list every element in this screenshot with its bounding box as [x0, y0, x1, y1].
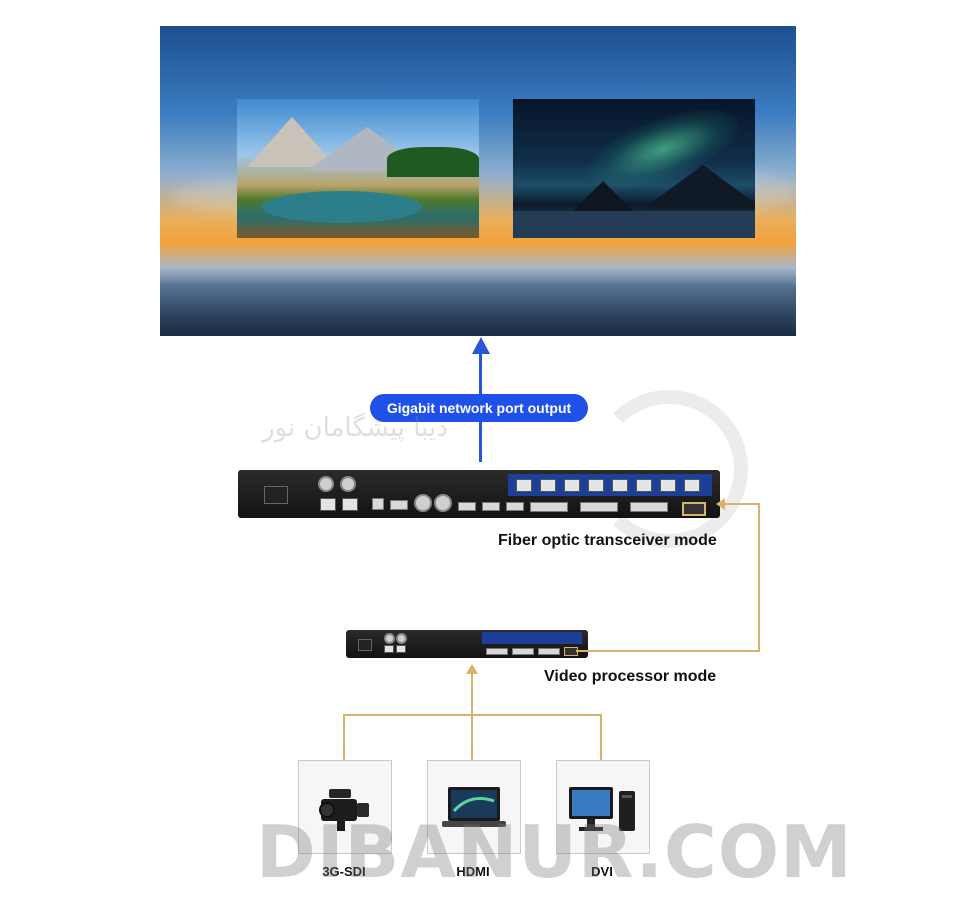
fiber-link-line — [758, 504, 760, 652]
input-arrow-head — [466, 664, 478, 674]
source-label-dvi: DVI — [591, 864, 613, 879]
dvi-port — [538, 648, 560, 655]
fiber-link-arrow-head — [716, 498, 725, 510]
hdmi-port — [458, 502, 476, 511]
forest-shape — [387, 147, 479, 177]
dvi-port — [580, 502, 618, 512]
lake-shape — [262, 191, 422, 223]
source-box-hdmi — [427, 760, 521, 854]
dvi-port — [530, 502, 568, 512]
mountain-lake-image-window — [237, 99, 479, 238]
ethernet-port-panel — [508, 474, 712, 496]
rj45-port — [684, 479, 700, 492]
rj45-port — [612, 479, 628, 492]
led-display-wall — [160, 26, 796, 336]
input-bus-line — [343, 714, 602, 716]
bnc-port — [434, 494, 452, 512]
watermark-persian-text: دیبا پیشگامان نور — [262, 413, 448, 443]
bnc-port — [340, 476, 356, 492]
input-branch-line — [343, 714, 345, 760]
rj45-port — [588, 479, 604, 492]
rj45-port — [540, 479, 556, 492]
rj45-port — [384, 645, 394, 653]
power-socket-port — [264, 486, 288, 504]
sea-horizon — [160, 284, 796, 336]
hdmi-port — [506, 502, 524, 511]
watermark-text: DIBANUR.COM — [256, 810, 853, 894]
dvi-port — [630, 502, 668, 512]
desktop-computer-icon — [567, 783, 639, 835]
rj45-port — [564, 479, 580, 492]
fiber-transceiver-device — [238, 470, 720, 518]
bnc-port — [318, 476, 334, 492]
power-socket-port — [358, 639, 372, 651]
output-arrow-head — [472, 337, 490, 354]
watermark-logo — [590, 390, 748, 548]
bnc-port — [396, 633, 407, 644]
camcorder-icon — [315, 779, 375, 835]
gigabit-output-badge: Gigabit network port output — [370, 394, 588, 422]
bnc-port — [384, 633, 395, 644]
dvi-port — [512, 648, 534, 655]
aurora-night-image-window — [513, 99, 755, 238]
rj45-port — [320, 498, 336, 511]
rj45-port — [342, 498, 358, 511]
dvi-port — [486, 648, 508, 655]
ethernet-port-panel — [482, 632, 582, 644]
rj45-port — [516, 479, 532, 492]
fiber-link-line — [576, 650, 760, 652]
mountain-shape — [573, 181, 633, 211]
source-box-sdi — [298, 760, 392, 854]
source-label-hdmi: HDMI — [456, 864, 490, 879]
fiber-mode-label: Fiber optic transceiver mode — [498, 532, 717, 549]
input-trunk-line — [471, 672, 473, 762]
usb-port — [372, 498, 384, 510]
hdmi-port — [482, 502, 500, 511]
bnc-port — [414, 494, 432, 512]
mountain-shape — [643, 165, 755, 209]
fiber-link-line — [724, 503, 760, 505]
processor-mode-label: Video processor mode — [544, 668, 717, 685]
water-shape — [513, 211, 755, 238]
rj45-port — [660, 479, 676, 492]
source-box-dvi — [556, 760, 650, 854]
input-branch-line — [600, 714, 602, 760]
video-processor-device — [346, 630, 588, 658]
rj45-port — [636, 479, 652, 492]
hdmi-port — [390, 500, 408, 510]
laptop-icon — [440, 783, 508, 833]
rj45-port — [396, 645, 406, 653]
fiber-optic-port — [682, 502, 706, 516]
source-label-sdi: 3G-SDI — [322, 864, 366, 879]
